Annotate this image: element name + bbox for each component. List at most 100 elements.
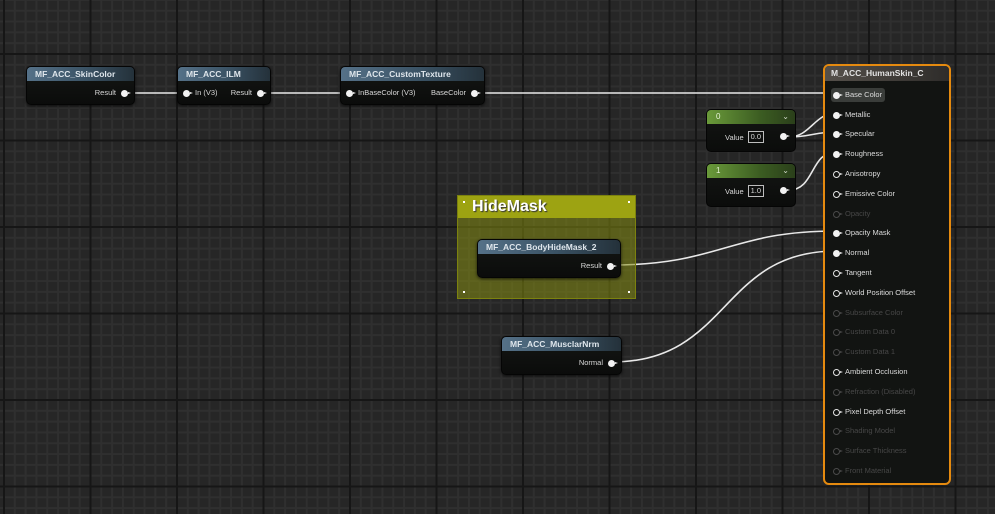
value-input[interactable]: 0.0 [747,131,765,143]
input-pin-icon[interactable] [833,289,843,297]
input-pin-icon [833,348,843,356]
node-title: MF_ACC_CustomTexture [341,67,484,81]
input-pin-icon[interactable] [833,91,843,99]
resize-handle-icon[interactable] [463,291,465,293]
chevron-down-icon[interactable]: ⌄ [782,166,789,175]
output-pin-result[interactable]: Result [580,260,617,272]
pin-label: BaseColor [430,88,466,97]
input-pin-icon[interactable] [833,408,843,416]
material-result-node[interactable]: M_ACC_HumanSkin_C Base Color Metallic Sp… [823,64,951,485]
constant-value-title: 1 [716,166,721,175]
input-pin-base-color[interactable]: Base Color [831,88,886,102]
pin-label: Ambient Occlusion [845,367,908,376]
output-pin-normal[interactable]: Normal [579,357,618,369]
input-pin-icon[interactable] [833,150,843,158]
output-pin-icon[interactable] [608,359,618,367]
output-pin-icon[interactable] [121,89,131,97]
input-pin-front-material: Front Material [833,464,891,478]
value-label: Value [725,186,744,196]
input-pin-normal[interactable]: Normal [833,246,869,260]
input-pin-in-v3[interactable]: In (V3) [183,87,218,99]
pin-label: Custom Data 1 [845,347,896,356]
output-pin-result[interactable]: Result [94,87,131,99]
input-pin-metallic[interactable]: Metallic [833,108,870,122]
pin-label: Result [580,261,602,270]
value-row: Value 0.0 [725,131,765,143]
input-pin-inbasecolor[interactable]: InBaseColor (V3) [346,87,416,99]
input-pin-icon[interactable] [833,111,843,119]
input-pin-tangent[interactable]: Tangent [833,266,872,280]
resize-handle-icon[interactable] [628,201,630,203]
input-pin-pixel-depth-offset[interactable]: Pixel Depth Offset [833,405,905,419]
input-pin-icon [833,328,843,336]
pin-label: Refraction (Disabled) [845,387,916,396]
node-body-hide-mask[interactable]: MF_ACC_BodyHideMask_2 Result [477,239,621,278]
input-pin-specular[interactable]: Specular [833,127,875,141]
pin-label: Shading Model [845,426,896,435]
input-pin-emissive-color[interactable]: Emissive Color [833,187,895,201]
input-pin-icon [833,427,843,435]
input-pin-world-position-offset[interactable]: World Position Offset [833,286,915,300]
input-pin-icon[interactable] [183,89,193,97]
pin-label: Surface Thickness [845,446,907,455]
resize-handle-icon[interactable] [463,201,465,203]
pin-label: Specular [845,129,875,138]
node-musclar-nrm[interactable]: MF_ACC_MusclarNrm Normal [501,336,622,375]
input-pin-ambient-occlusion[interactable]: Ambient Occlusion [833,365,908,379]
input-pin-custom-data-0: Custom Data 0 [833,325,895,339]
pin-label: Normal [845,248,870,257]
input-pin-icon[interactable] [833,269,843,277]
chevron-down-icon[interactable]: ⌄ [782,112,789,121]
output-pin-basecolor[interactable]: BaseColor [430,87,481,99]
pin-label: InBaseColor (V3) [358,88,416,97]
node-custom-texture[interactable]: MF_ACC_CustomTexture InBaseColor (V3) Ba… [340,66,485,105]
pin-label: Front Material [845,466,892,475]
constant-header[interactable]: 1 ⌄ [707,164,795,178]
pin-label: Emissive Color [845,189,896,198]
input-pin-surface-thickness: Surface Thickness [833,444,907,458]
node-skin-color[interactable]: MF_ACC_SkinColor Result [26,66,135,105]
output-pin-result[interactable]: Result [231,87,267,99]
input-pin-opacity-mask[interactable]: Opacity Mask [833,226,890,240]
input-pin-icon[interactable] [833,190,843,198]
value-input[interactable]: 1.0 [747,185,765,197]
constant-node-1[interactable]: 1 ⌄ Value 1.0 [706,163,796,207]
input-pin-icon[interactable] [833,229,843,237]
pin-label: Metallic [845,110,871,119]
pin-label: Subsurface Color [845,308,903,317]
input-pin-icon[interactable] [833,130,843,138]
pin-label: Pixel Depth Offset [845,407,906,416]
input-pin-icon[interactable] [346,89,356,97]
input-pin-refraction: Refraction (Disabled) [833,385,915,399]
output-pin-icon[interactable] [471,89,481,97]
input-pin-icon[interactable] [833,170,843,178]
wire-musclarnrm-normal [611,250,837,363]
input-pin-icon [833,309,843,317]
resize-handle-icon[interactable] [628,291,630,293]
comment-title[interactable]: HideMask [458,196,635,218]
output-pin-icon[interactable] [257,89,267,97]
input-pin-opacity: Opacity [833,207,870,221]
output-pin-icon[interactable] [607,262,617,270]
pin-label: Anisotropy [845,169,881,178]
pin-label: In (V3) [195,88,218,97]
input-pin-roughness[interactable]: Roughness [833,147,883,161]
input-pin-icon [833,467,843,475]
node-ilm[interactable]: MF_ACC_ILM In (V3) Result [177,66,271,105]
input-pin-icon [833,210,843,218]
pin-label: World Position Offset [845,288,916,297]
pin-label: Result [94,88,116,97]
output-pin-icon[interactable] [780,187,790,194]
output-pin-icon[interactable] [780,133,790,140]
constant-header[interactable]: 0 ⌄ [707,110,795,124]
pin-label: Opacity [845,209,871,218]
constant-node-0[interactable]: 0 ⌄ Value 0.0 [706,109,796,152]
pin-label: Tangent [845,268,872,277]
pin-label: Opacity Mask [845,228,891,237]
input-pin-icon[interactable] [833,249,843,257]
value-label: Value [725,132,744,142]
input-pin-anisotropy[interactable]: Anisotropy [833,167,880,181]
node-title: MF_ACC_MusclarNrm [502,337,621,351]
input-pin-icon[interactable] [833,368,843,376]
